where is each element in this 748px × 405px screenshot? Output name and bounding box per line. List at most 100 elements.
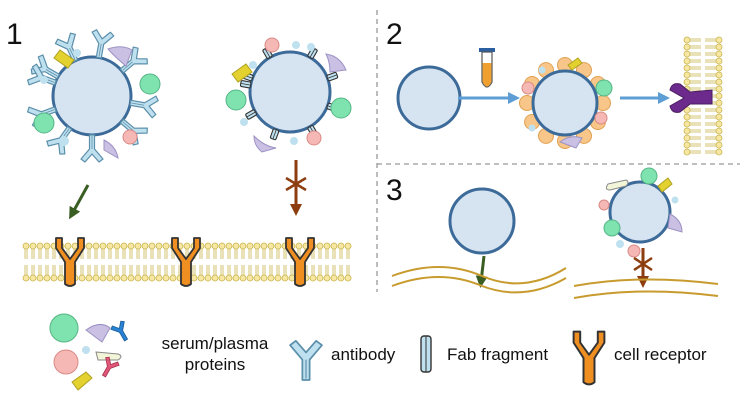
membrane-lipid [106,242,114,260]
membrane-lipid [106,264,114,282]
membrane-lipid [127,264,135,282]
membrane-lipid [204,242,212,260]
membrane-lipid [683,134,702,142]
membrane-lipid [683,57,702,65]
membrane-lipid [704,120,723,128]
membrane-lipid [683,36,702,44]
membrane-lipid [211,264,219,282]
membrane-lipid [141,242,149,260]
membrane-lipid [309,264,317,282]
legend-receptor-label: cell receptor [614,345,707,364]
purple-receptor-icon [669,83,713,113]
membrane-lipid [155,264,163,282]
tissue-line [573,278,719,287]
nanoparticle-fab-coated [225,37,352,153]
binding-arrow [475,255,488,288]
tissue-line [391,266,567,285]
nanoparticle-icon [608,180,672,244]
membrane-lipid [85,242,93,260]
membrane-lipid [704,106,723,114]
membrane-lipid [99,242,107,260]
membrane-lipid [704,64,723,72]
panel-3 [391,167,719,299]
nanoparticle-icon [248,50,332,134]
membrane-lipid [43,264,51,282]
membrane-lipid [169,264,177,282]
nanoparticle-icon [51,55,133,137]
fab-fragment-icon [244,108,258,121]
membrane-lipid [218,242,226,260]
membrane-lipid [162,242,170,260]
membrane-lipid [683,127,702,135]
membrane-lipid [148,264,156,282]
membrane-lipid [36,242,44,260]
membrane-lipid [218,264,226,282]
panel-1 [22,28,352,287]
membrane-lipid [344,242,352,260]
membrane-lipid [704,57,723,65]
membrane-lipid [344,264,352,282]
fab-fragment-icon [269,128,280,141]
membrane-lipid [683,106,702,114]
membrane-lipid [683,148,702,156]
membrane-lipid [337,242,345,260]
membrane-lipid [704,43,723,51]
tissue-line [573,290,719,299]
membrane-lipid [267,264,275,282]
antibody-icon [127,91,160,119]
panel-number-2: 2 [386,18,403,51]
membrane-lipid [99,264,107,282]
membrane-lipid [316,264,324,282]
membrane-lipid [330,242,338,260]
membrane-lipid [232,264,240,282]
legend-serum-line1: serum/plasma [161,334,269,353]
legend-antibody-label: antibody [331,345,396,364]
membrane-lipid [274,242,282,260]
membrane-lipid [260,264,268,282]
membrane-lipid [683,120,702,128]
membrane-lipid [683,141,702,149]
membrane-lipid [113,264,121,282]
membrane-lipid [683,43,702,51]
membrane-lipid [225,242,233,260]
membrane-lipid [239,264,247,282]
membrane-lipid [683,113,702,121]
binding-arrow [69,184,90,220]
membrane-lipid [36,264,44,282]
membrane-lipid [92,242,100,260]
test-tube-icon [479,48,495,88]
membrane-lipid [204,264,212,282]
membrane-lipid [78,264,86,282]
panel-number-3: 3 [386,174,403,207]
membrane-lipid [683,64,702,72]
membrane-lipid [683,71,702,79]
fab-fragment-icon [239,79,252,89]
membrane-lipid [225,264,233,282]
nanoparticle-corona-panel3 [598,167,683,258]
membrane-lipid [211,242,219,260]
membrane-lipid [704,78,723,86]
membrane-lipid [274,264,282,282]
membrane-lipid [323,242,331,260]
membrane-lipid [22,264,30,282]
membrane-lipid [50,264,58,282]
membrane-lipid [85,264,93,282]
membrane-lipid [337,264,345,282]
membrane-lipid [704,36,723,44]
membrane-lipid [162,264,170,282]
nanoparticle-protein-corona [519,57,613,149]
fab-fragment-icon [420,335,432,373]
nanoparticle-icon [396,65,462,131]
membrane-lipid [148,242,156,260]
membrane-lipid [704,113,723,121]
membrane-lipid [120,242,128,260]
cell-receptor-icon [572,330,606,386]
membrane-lipid [113,242,121,260]
membrane-lipid [92,264,100,282]
panel-2 [396,36,723,156]
membrane-lipid [155,242,163,260]
membrane-lipid [246,264,254,282]
membrane-lipid [323,264,331,282]
